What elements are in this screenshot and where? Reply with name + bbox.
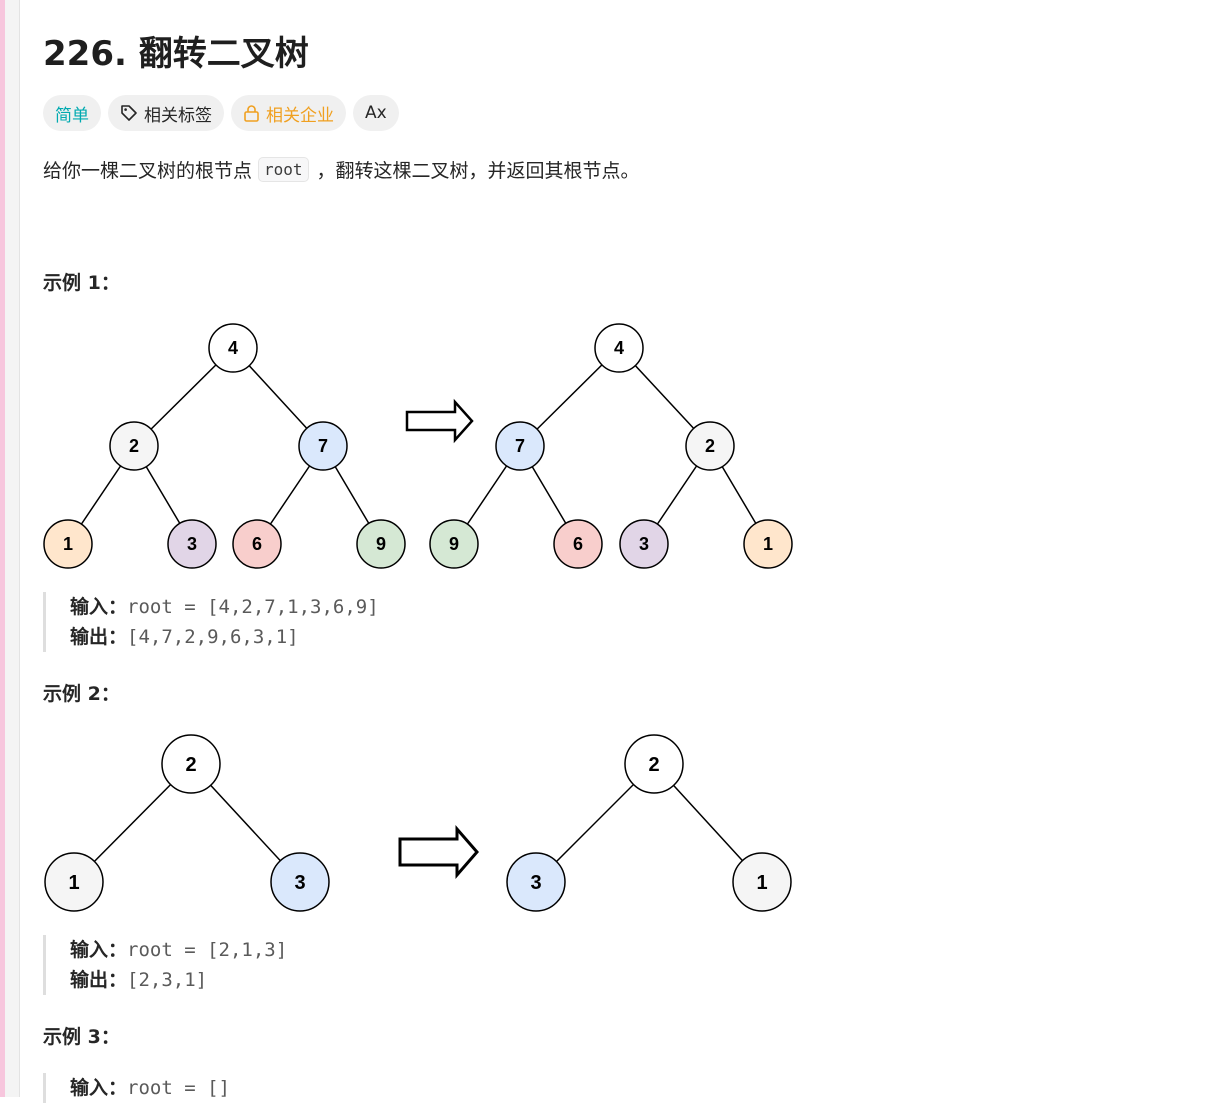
tree-after-node: 2 [624,734,684,794]
input-label: 输入： [70,596,128,618]
tree-after-node: 2 [685,421,735,471]
inline-code-root: root [258,157,309,182]
tree-before-node-label: 2 [129,436,139,456]
tree-before-node: 6 [232,519,282,569]
tree-after-node: 3 [619,519,669,569]
output-value: [4,7,2,9,6,3,1] [127,626,299,648]
tree-before-node: 9 [356,519,406,569]
example-1-diagram: 4 2 7 1 3 6 9 4 [43,323,793,569]
input-value: root = [2,1,3] [127,939,288,961]
example-1-heading: 示例 1： [43,272,120,294]
input-value: root = [4,2,7,1,3,6,9] [127,596,379,618]
tree-after-node: 3 [506,852,566,912]
example-3-input-line: 输入：root = [] [70,1073,230,1103]
translate-button[interactable]: Ax [353,95,399,131]
input-label: 输入： [70,1077,128,1099]
tag-icon [121,105,137,121]
difficulty-label: 简单 [55,105,89,126]
transform-arrow [398,824,479,880]
lock-icon [244,105,259,122]
tree-after-node: 1 [732,852,792,912]
related-companies-button[interactable]: 相关企业 [231,95,346,131]
translate-icon: Ax [365,103,387,123]
tree-after-node-label: 1 [756,872,767,894]
tree-before-node-label: 3 [187,534,197,554]
tag-row: 简单 相关标签 相关企业 Ax [43,95,399,131]
tree-before-node-label: 4 [228,338,238,358]
tree-before-node-label: 3 [294,872,305,894]
output-label: 输出： [70,626,128,648]
example-2-output-line: 输出：[2,3,1] [70,965,287,995]
statement-text-start: 给你一棵二叉树的根节点 [43,160,253,182]
tree-after-node-label: 2 [648,754,659,776]
example-1-output-line: 输出：[4,7,2,9,6,3,1] [70,622,379,652]
tree-after-node: 9 [429,519,479,569]
tree-before-node: 2 [161,734,221,794]
output-label: 输出： [70,969,128,991]
input-label: 输入： [70,939,128,961]
tree-before-node: 7 [298,421,348,471]
tree-after-node-label: 7 [515,436,525,456]
tree-before-node: 1 [44,852,104,912]
tree-before-node-label: 6 [252,534,262,554]
example-2-diagram: 2 1 3 2 3 1 [44,734,792,912]
tree-before-node: 2 [109,421,159,471]
related-companies-label: 相关企业 [266,105,334,126]
tree-before-node: 3 [270,852,330,912]
tree-after-node: 6 [553,519,603,569]
example-2-input-line: 输入：root = [2,1,3] [70,935,287,965]
tree-after-node: 1 [743,519,793,569]
tree-before-node-label: 9 [376,534,386,554]
problem-title: 226. 翻转二叉树 [43,34,309,74]
example-3-heading: 示例 3： [43,1026,120,1048]
tree-after-node-label: 9 [449,534,459,554]
output-value: [2,3,1] [127,969,208,991]
tree-after-node-label: 3 [639,534,649,554]
example-2-io-block: 输入：root = [2,1,3] 输出：[2,3,1] [43,935,287,995]
difficulty-tag[interactable]: 简单 [43,95,101,131]
tree-after-node-label: 1 [763,534,773,554]
statement-text-end: ，翻转这棵二叉树，并返回其根节点。 [316,160,640,182]
related-tags-button[interactable]: 相关标签 [108,95,224,131]
tree-before-node-label: 1 [63,534,73,554]
tree-before-node: 3 [167,519,217,569]
tree-before-node: 4 [208,323,258,373]
tree-after-node: 4 [594,323,644,373]
tree-after-node-label: 4 [614,338,624,358]
related-tags-label: 相关标签 [144,105,212,126]
tree-before-node: 1 [43,519,93,569]
tree-before-node-label: 7 [318,436,328,456]
example-1-input-line: 输入：root = [4,2,7,1,3,6,9] [70,592,379,622]
tree-after-node: 7 [495,421,545,471]
transform-arrow [405,398,474,444]
tree-before-node-label: 1 [68,872,79,894]
tree-after-node-label: 6 [573,534,583,554]
left-edge-accent [0,0,5,1097]
tree-after-node-label: 2 [705,436,715,456]
example-1-io-block: 输入：root = [4,2,7,1,3,6,9] 输出：[4,7,2,9,6,… [43,592,379,652]
example-2-heading: 示例 2： [43,683,120,705]
tree-after-node-label: 3 [530,872,541,894]
left-panel-gutter [5,0,20,1097]
tree-before-node-label: 2 [185,754,196,776]
problem-statement: 给你一棵二叉树的根节点 root ，翻转这棵二叉树，并返回其根节点。 [43,156,640,183]
input-value: root = [] [127,1077,230,1099]
problem-description-panel: 226. 翻转二叉树 简单 相关标签 相关企业 Ax 给你一棵二叉树的根节点 r… [43,0,1193,1103]
example-3-io-block: 输入：root = [] [43,1073,230,1103]
